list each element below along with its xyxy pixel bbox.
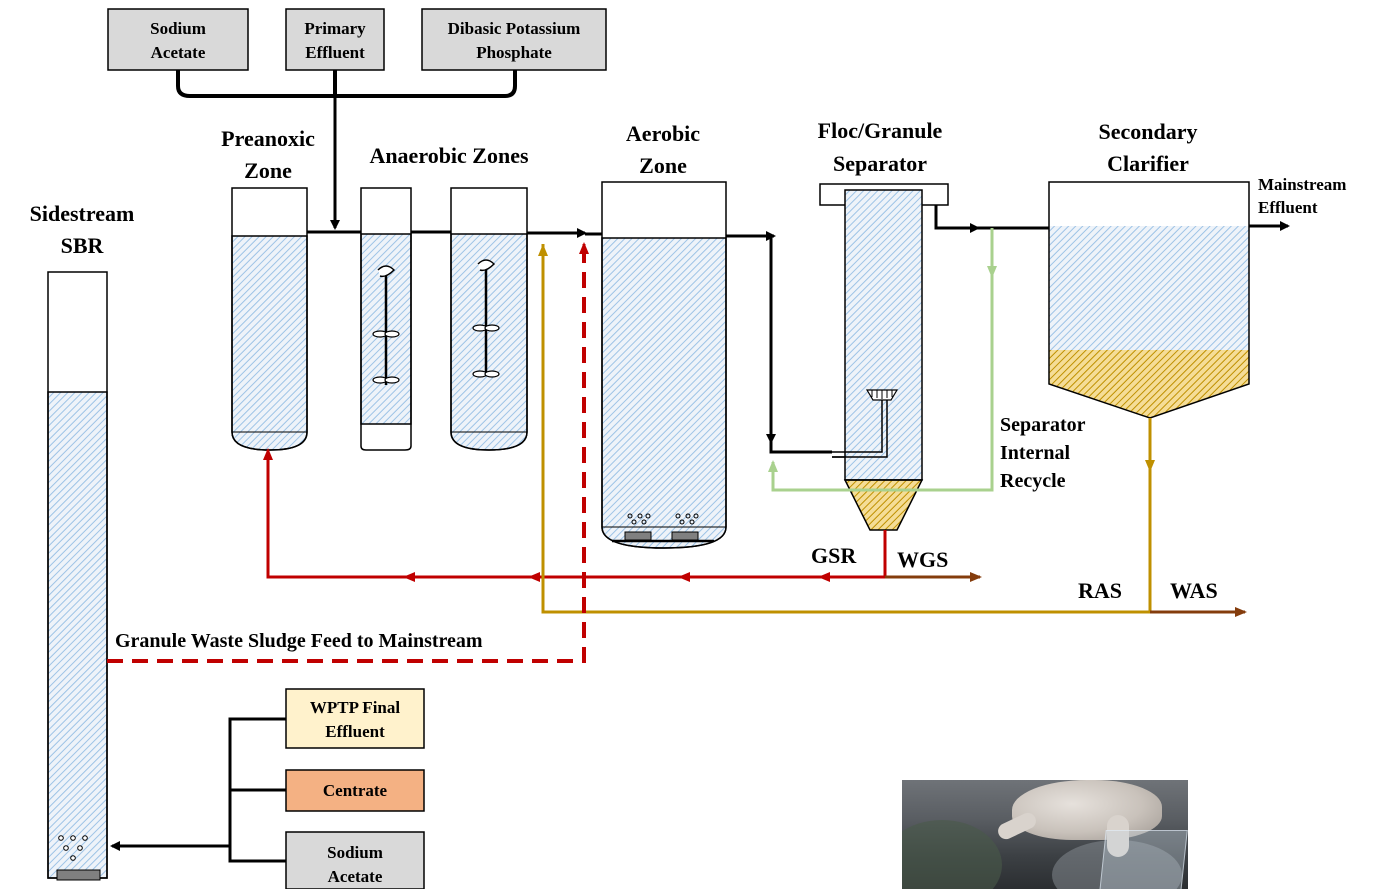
separator-label-line2: Separator <box>833 151 927 176</box>
feed-box-sodium-acetate: Sodium Acetate <box>107 8 249 71</box>
sbr-label-line2: SBR <box>61 233 105 258</box>
glove-icon <box>1012 780 1162 840</box>
feed-label: Effluent <box>305 43 365 62</box>
anaerobic-tank-2 <box>450 187 528 451</box>
preanoxic-label-line2: Zone <box>244 158 292 183</box>
ras-line <box>541 244 1152 614</box>
feed-box-dibasic-potassium-phosphate: Dibasic Potassium Phosphate <box>421 8 607 71</box>
mixer-icon <box>472 259 500 378</box>
granule-waste-line <box>107 244 586 663</box>
sbr-feed-label: Effluent <box>325 722 385 741</box>
feed-label: Primary <box>304 19 366 38</box>
separator-inlet-icon <box>832 389 899 458</box>
photo-background-blob <box>902 820 1002 889</box>
feed-label: Dibasic Potassium <box>448 19 581 38</box>
secondary-clarifier <box>1048 181 1250 419</box>
gsr-line <box>266 460 887 579</box>
glove-finger <box>1107 815 1129 857</box>
glass-slide <box>1098 830 1188 889</box>
aerobic-label-line1: Aerobic <box>626 121 700 146</box>
mainstream-effluent-label-line1: Mainstream <box>1258 175 1346 194</box>
anaerobic-label: Anaerobic Zones <box>369 143 529 168</box>
sbr-feed-label: Sodium <box>327 843 383 862</box>
feed-label: Acetate <box>151 43 206 62</box>
preanoxic-label-line1: Preanoxic <box>221 126 315 151</box>
sbr-feed-label: Centrate <box>323 781 388 800</box>
feed-label: Phosphate <box>476 43 552 62</box>
diffuser-icon <box>612 513 714 543</box>
anaerobic-tank-1 <box>360 187 412 451</box>
separator-label-line1: Floc/Granule <box>818 118 943 143</box>
sbr-feed-sodium-acetate: Sodium Acetate <box>285 831 425 889</box>
sbr-bubbles-icon <box>58 835 88 861</box>
mainstream-effluent-label-line2: Effluent <box>1258 198 1318 217</box>
aerobic-tank <box>601 181 727 549</box>
recycle-label-line3: Recycle <box>1000 470 1066 492</box>
wgs-label: WGS <box>897 547 948 572</box>
clarifier-label-line1: Secondary <box>1099 119 1198 144</box>
mixer-icon <box>372 265 400 385</box>
gsr-label: GSR <box>811 543 857 568</box>
aerobic-label-line2: Zone <box>639 153 687 178</box>
clarifier-label-line2: Clarifier <box>1107 151 1189 176</box>
recycle-label-line2: Internal <box>1000 442 1070 464</box>
sbr-feed-label: WPTP Final <box>310 698 400 717</box>
sbr-label-line1: Sidestream <box>30 201 135 226</box>
sbr-feed-centrate: Centrate <box>285 769 425 812</box>
sidestream-sbr <box>47 271 108 881</box>
recycle-label-line1: Separator <box>1000 414 1086 436</box>
gloved-hand-photo <box>902 780 1188 889</box>
feed-box-primary-effluent: Primary Effluent <box>285 8 385 71</box>
preanoxic-tank <box>231 187 308 451</box>
granule-waste-label: Granule Waste Sludge Feed to Mainstream <box>115 630 483 652</box>
flow-separator-to-clarifier <box>934 205 1049 230</box>
feed-label: Sodium <box>150 19 206 38</box>
feed-manifold <box>176 70 517 98</box>
sbr-feed-wptp-final-effluent: WPTP Final Effluent <box>285 688 425 749</box>
sbr-feed-label: Acetate <box>328 867 383 886</box>
floc-granule-separator <box>819 183 949 531</box>
ras-label: RAS <box>1078 578 1122 603</box>
was-label: WAS <box>1170 578 1218 603</box>
flow-aerobic-out <box>726 234 832 454</box>
